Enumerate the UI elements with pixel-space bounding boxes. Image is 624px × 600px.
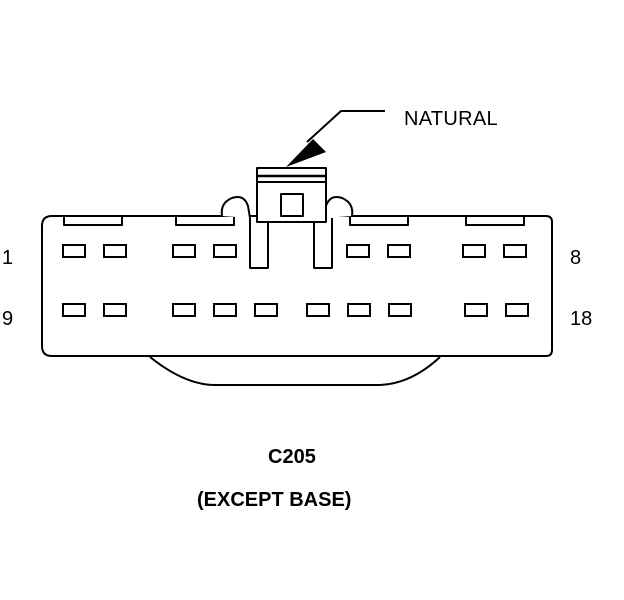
terminal-cavity: [172, 244, 196, 258]
terminal-cavity: [213, 303, 237, 317]
housing-notch: [349, 215, 409, 226]
housing-notch: [175, 215, 235, 226]
pin-label-top-left: 1: [2, 247, 14, 269]
latch-hook-right: [323, 196, 354, 219]
terminal-cavity: [347, 303, 371, 317]
terminal-cavity: [346, 244, 370, 258]
connector-id: C205: [268, 446, 316, 468]
latch-hook-left: [220, 196, 251, 219]
housing-color-label: NATURAL: [404, 108, 498, 130]
connector-housing: [41, 215, 553, 357]
pin-label-bottom-right: 18: [570, 308, 593, 330]
terminal-cavity: [387, 244, 411, 258]
terminal-cavity: [62, 244, 86, 258]
terminal-cavity: [503, 244, 527, 258]
terminal-cavity: [388, 303, 412, 317]
leader-arrowhead: [286, 139, 326, 167]
terminal-cavity: [462, 244, 486, 258]
terminal-cavity: [103, 244, 127, 258]
terminal-cavity: [103, 303, 127, 317]
leader-line: [306, 110, 385, 143]
terminal-cavity: [62, 303, 86, 317]
terminal-cavity: [213, 244, 237, 258]
housing-base-curve: [149, 356, 441, 386]
housing-notch: [63, 215, 123, 226]
housing-notch: [465, 215, 525, 226]
connector-variant: (EXCEPT BASE): [197, 489, 352, 511]
lock-key: [280, 193, 304, 217]
terminal-cavity: [254, 303, 278, 317]
terminal-cavity: [172, 303, 196, 317]
terminal-cavity: [505, 303, 529, 317]
pin-label-top-right: 8: [570, 247, 582, 269]
pin-label-bottom-left: 9: [2, 308, 14, 330]
terminal-cavity: [464, 303, 488, 317]
terminal-cavity: [306, 303, 330, 317]
